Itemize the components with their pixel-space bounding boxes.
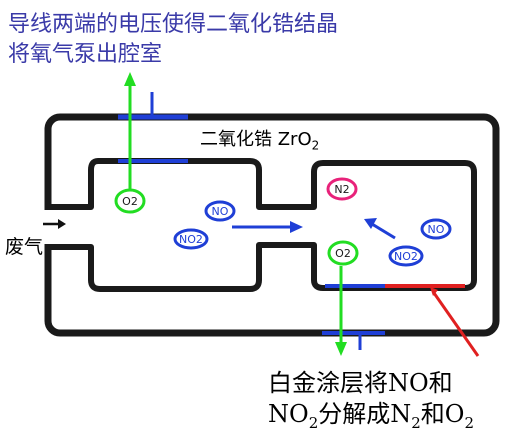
inner-cavity	[45, 158, 477, 292]
no-bubble-right	[420, 218, 452, 240]
n2-label: N2	[334, 183, 349, 196]
no2-bubble-left	[173, 228, 209, 250]
caption2-part-1: NO	[268, 400, 309, 428]
zirconia-label-sub: 2	[311, 138, 320, 153]
flow-arrow-middle-head	[290, 221, 303, 233]
no-label-left: NO	[212, 205, 229, 218]
platinum-pointer	[432, 292, 480, 357]
no2-bubble-right	[388, 245, 424, 267]
exhaust-arrow-head	[58, 219, 66, 229]
platinum-pointer-head	[430, 287, 438, 296]
no-label-right: NO	[428, 223, 445, 236]
flow-arrow-right	[371, 222, 396, 240]
caption2-part-4: 2	[411, 413, 421, 432]
green-arrow-down-head	[335, 342, 347, 356]
zirconia-label: 二氧化锆 ZrO2	[200, 125, 319, 153]
o2-label-right: O2	[335, 247, 351, 260]
no-bubble-left	[204, 200, 236, 222]
caption-line-2: 将氧气泵出腔室	[8, 42, 163, 67]
o2-label-left: O2	[122, 195, 138, 208]
bottom-caption-line-2: NO2分解成N2和O2	[268, 394, 474, 432]
o2-bubble-right	[327, 240, 359, 266]
caption2-part-2: 2	[308, 413, 319, 432]
o2-bubble-left	[114, 188, 146, 214]
flow-arrow-right-head	[364, 218, 377, 229]
bottom-caption-line-1: 白金涂层将NO和	[268, 369, 453, 397]
green-arrow-up-head	[124, 72, 136, 86]
caption-line-1: 导线两端的电压使得二氧化锆结晶	[8, 12, 339, 37]
caption2-part-3: 分解成N	[318, 400, 412, 428]
zirconia-label-main: 二氧化锆 ZrO	[200, 129, 312, 150]
caption2-part-5: 和O	[420, 400, 465, 428]
no2-label-left: NO2	[179, 233, 203, 246]
exhaust-label: 废气	[5, 236, 44, 258]
caption2-part-6: 2	[464, 413, 475, 432]
no2-label-right: NO2	[394, 250, 418, 263]
n2-bubble	[326, 177, 358, 201]
inlet-opening	[40, 210, 56, 244]
